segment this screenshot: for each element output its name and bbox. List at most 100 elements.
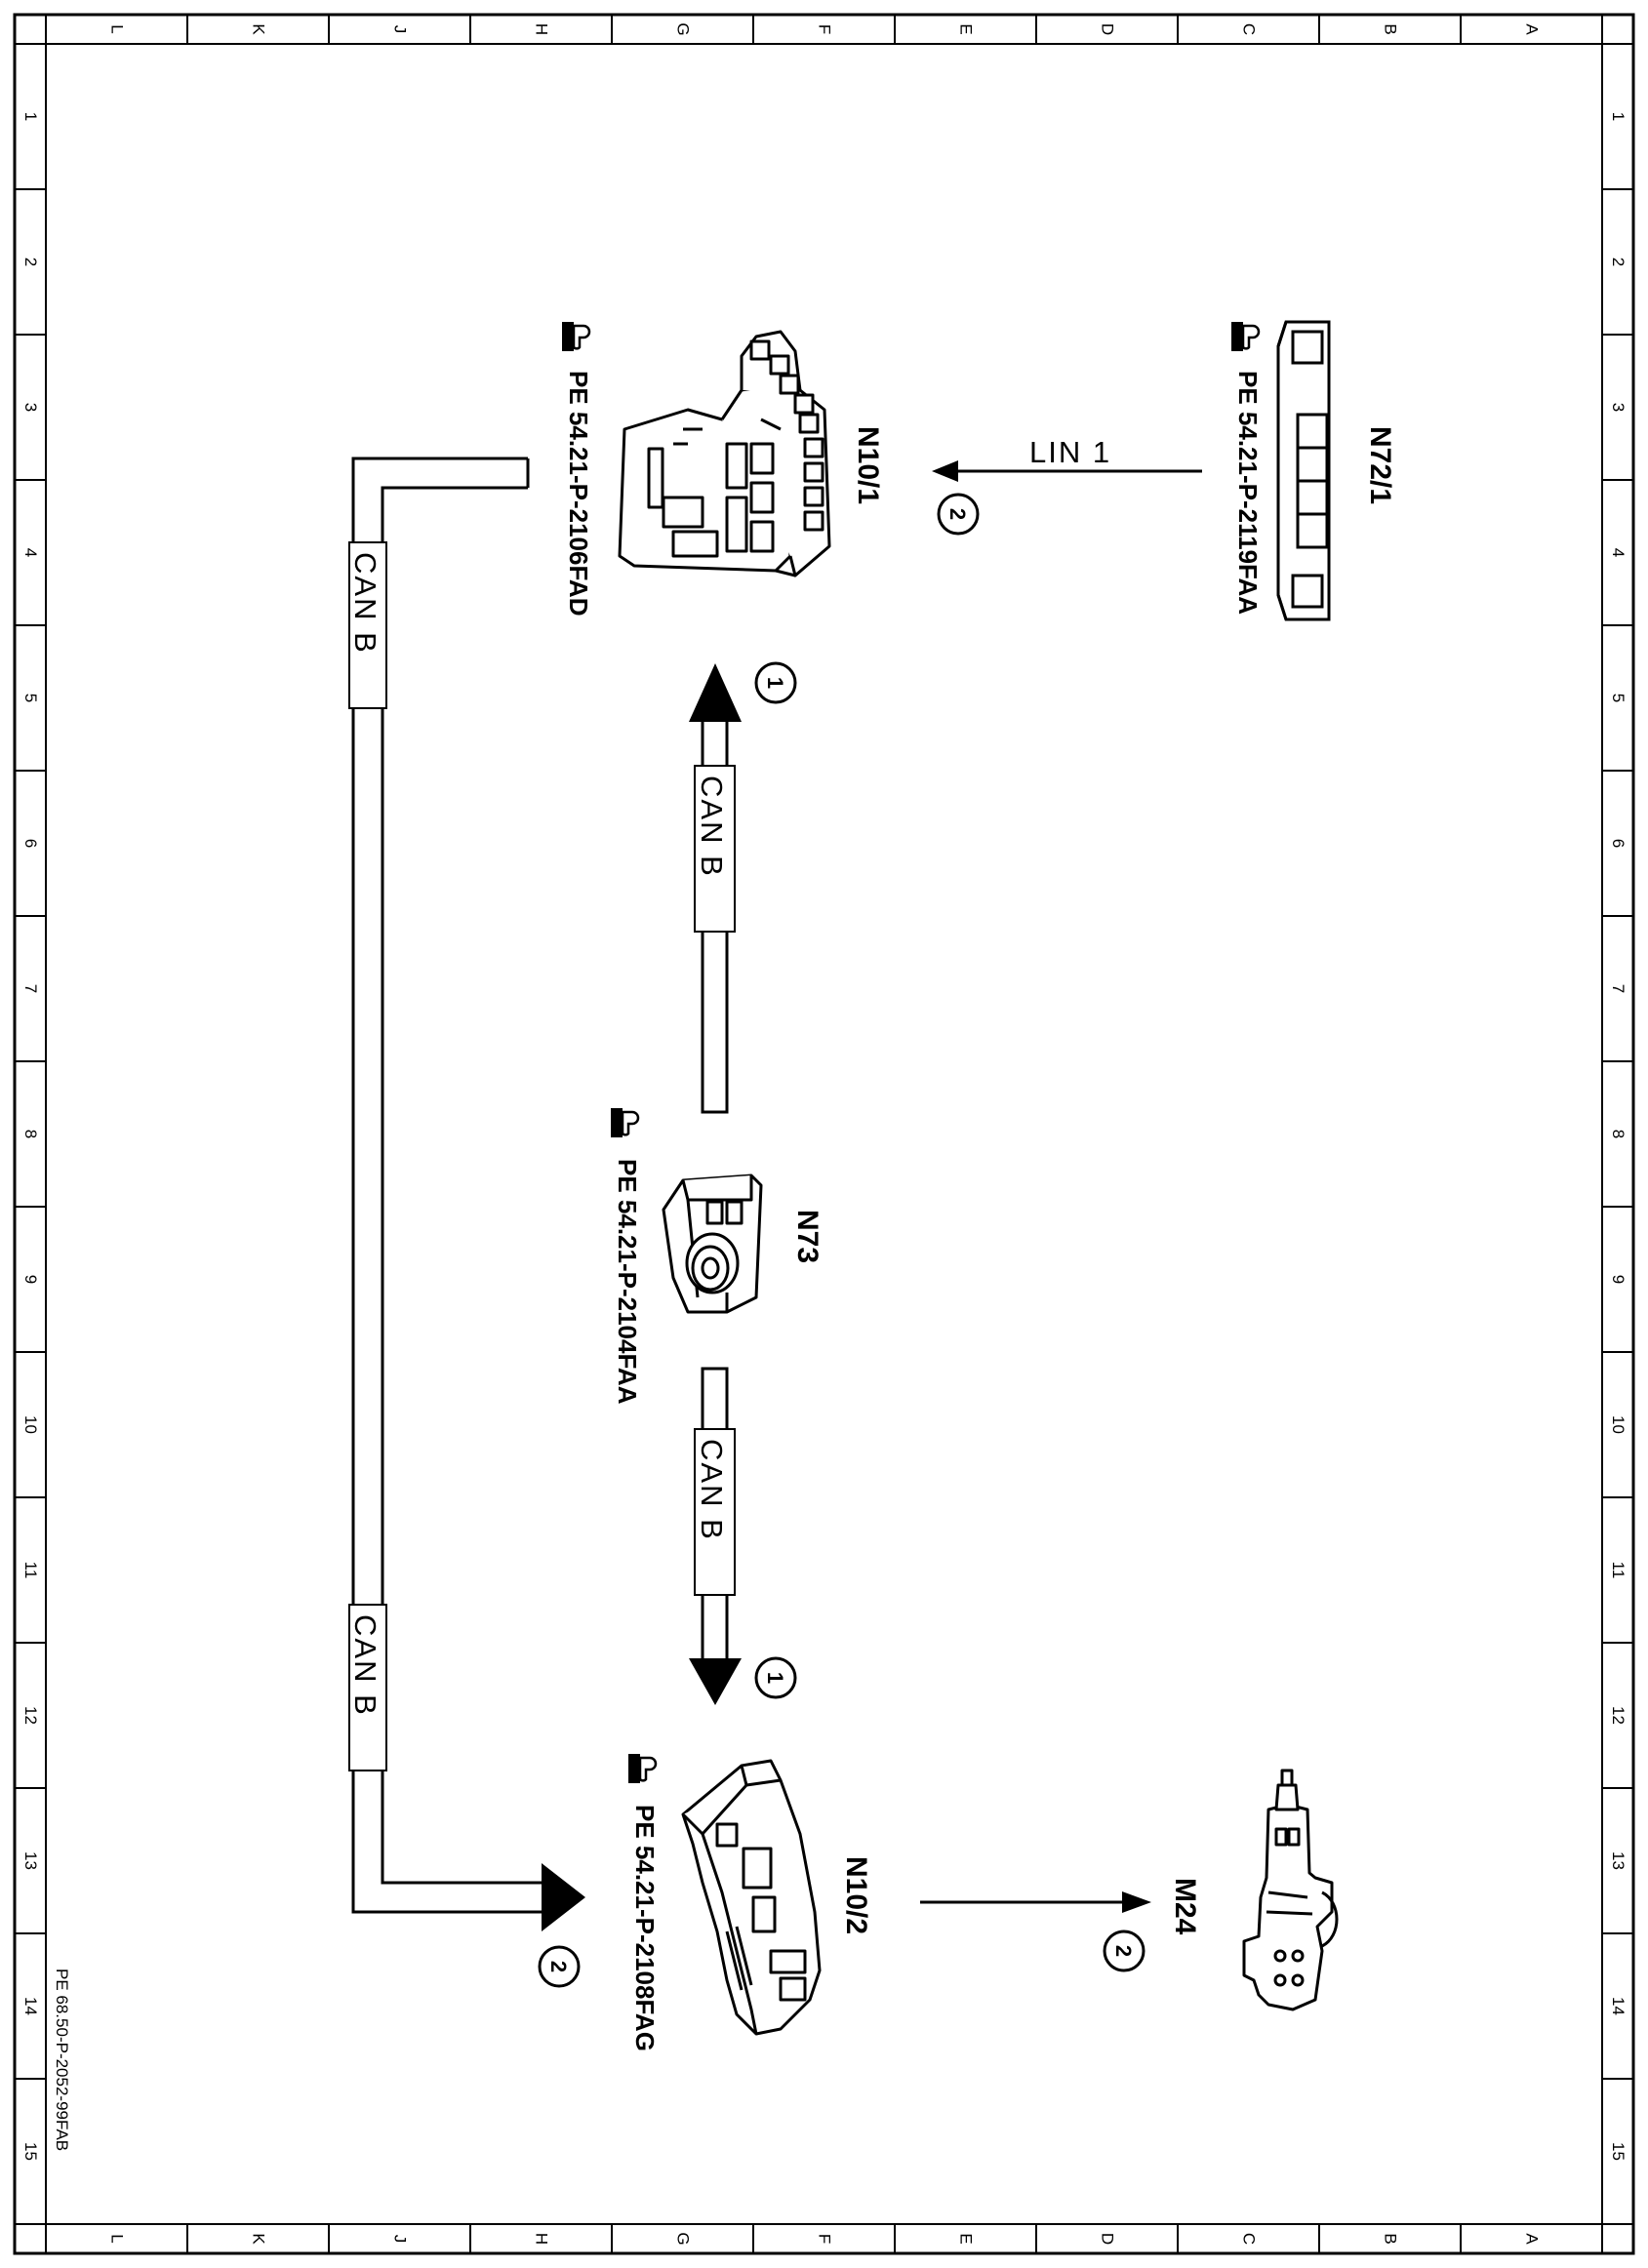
column-label-bottom: C bbox=[1240, 2233, 1259, 2245]
n10-1-label: N10/1 bbox=[852, 426, 884, 504]
row-label-right: 7 bbox=[1609, 984, 1628, 993]
n73-ignition-switch-icon bbox=[662, 1174, 763, 1314]
row-label-left: 3 bbox=[21, 403, 40, 412]
column-label-bottom: H bbox=[533, 2233, 551, 2245]
svg-text:1: 1 bbox=[763, 1672, 787, 1684]
row-label-right: 8 bbox=[1609, 1130, 1628, 1138]
can-label-left-upper: CAN B bbox=[348, 541, 387, 709]
svg-text:CAN B: CAN B bbox=[695, 776, 729, 878]
column-label-top: F bbox=[816, 24, 834, 34]
row-label-left: 5 bbox=[21, 694, 40, 702]
row-label-left: 14 bbox=[21, 1997, 40, 2015]
row-label-left: 10 bbox=[21, 1415, 40, 1434]
column-label-top: K bbox=[250, 23, 268, 35]
row-label-left: 4 bbox=[21, 548, 40, 557]
svg-text:2: 2 bbox=[945, 508, 970, 520]
row-label-left: 15 bbox=[21, 2142, 40, 2161]
marker-can-n73-up: 1 bbox=[754, 661, 797, 704]
row-label-right: 6 bbox=[1609, 839, 1628, 848]
row-label-right: 15 bbox=[1609, 2142, 1628, 2161]
arrowhead-n10-2-input bbox=[542, 1863, 585, 1931]
pointing-hand-icon bbox=[611, 1108, 640, 1137]
column-label-top: H bbox=[533, 23, 551, 35]
column-label-bottom: K bbox=[250, 2233, 268, 2245]
document-id: PE 68.50-P-2052-99FAB bbox=[53, 1969, 71, 2151]
column-label-top: D bbox=[1099, 23, 1117, 35]
column-label-top: E bbox=[957, 23, 976, 34]
row-label-right: 11 bbox=[1609, 1562, 1628, 1579]
column-label-bottom: F bbox=[816, 2234, 834, 2244]
row-label-left: 11 bbox=[21, 1562, 40, 1579]
grid-ticks bbox=[15, 15, 1633, 2253]
row-label-right: 14 bbox=[1609, 1997, 1628, 2015]
row-label-left: 12 bbox=[21, 1706, 40, 1725]
can-label-n73-down: CAN B bbox=[694, 1428, 736, 1596]
n10-2-module-icon bbox=[681, 1759, 822, 2036]
row-label-left: 13 bbox=[21, 1851, 40, 1870]
svg-text:PE 54.21-P-2104FAA: PE 54.21-P-2104FAA bbox=[613, 1159, 642, 1405]
svg-text:PE 54.21-P-2108FAG: PE 54.21-P-2108FAG bbox=[630, 1805, 660, 2051]
svg-text:PE 54.21-P-2106FAD: PE 54.21-P-2106FAD bbox=[564, 371, 593, 616]
svg-text:2: 2 bbox=[1111, 1945, 1136, 1957]
n73-label: N73 bbox=[791, 1210, 824, 1263]
n73-reference: PE 54.21-P-2104FAA bbox=[611, 1108, 642, 1405]
row-label-right: 3 bbox=[1609, 403, 1628, 412]
n10-2-to-m24-arrowhead bbox=[1122, 1891, 1151, 1913]
marker-can-n73-down: 1 bbox=[754, 1656, 797, 1699]
column-label-bottom: E bbox=[957, 2233, 976, 2244]
m24-actuator-icon bbox=[1242, 1769, 1339, 2011]
row-label-right: 13 bbox=[1609, 1851, 1628, 1870]
column-label-bottom: L bbox=[108, 2234, 127, 2243]
row-label-right: 1 bbox=[1609, 112, 1628, 121]
row-label-right: 9 bbox=[1609, 1275, 1628, 1284]
row-label-left: 9 bbox=[21, 1275, 40, 1284]
svg-text:PE 54.21-P-2119FAA: PE 54.21-P-2119FAA bbox=[1233, 371, 1263, 615]
can-label-left-lower: CAN B bbox=[348, 1604, 387, 1771]
row-label-left: 8 bbox=[21, 1130, 40, 1138]
column-label-top: A bbox=[1523, 23, 1542, 35]
n10-2-label: N10/2 bbox=[840, 1856, 872, 1934]
column-label-bottom: B bbox=[1382, 2233, 1400, 2244]
column-label-top: B bbox=[1382, 23, 1400, 34]
svg-text:2: 2 bbox=[546, 1961, 571, 1972]
lin1-arrowhead bbox=[932, 460, 958, 482]
svg-text:CAN B: CAN B bbox=[695, 1439, 729, 1541]
pointing-hand-icon bbox=[628, 1754, 658, 1783]
drawing-frame bbox=[13, 13, 1635, 2255]
marker-n10-2-to-m24: 2 bbox=[1103, 1930, 1146, 1972]
row-label-left: 6 bbox=[21, 839, 40, 848]
column-label-bottom: D bbox=[1099, 2233, 1117, 2245]
lin1-label: LIN 1 bbox=[1029, 435, 1111, 469]
n10-1-reference: PE 54.21-P-2106FAD bbox=[562, 322, 593, 616]
svg-text:CAN B: CAN B bbox=[348, 1614, 382, 1717]
column-label-top: L bbox=[108, 24, 127, 33]
column-label-bottom: J bbox=[391, 2235, 410, 2244]
row-label-right: 10 bbox=[1609, 1415, 1628, 1434]
marker-lin1: 2 bbox=[937, 493, 980, 536]
n10-1-module-icon bbox=[618, 330, 831, 577]
n10-2-reference: PE 54.21-P-2108FAG bbox=[628, 1754, 660, 2051]
pointing-hand-icon bbox=[1231, 322, 1261, 351]
row-label-right: 12 bbox=[1609, 1706, 1628, 1725]
row-label-left: 2 bbox=[21, 258, 40, 266]
column-label-bottom: A bbox=[1523, 2233, 1542, 2245]
row-label-right: 4 bbox=[1609, 548, 1628, 557]
row-label-left: 1 bbox=[21, 112, 40, 121]
n72-1-reference: PE 54.21-P-2119FAA bbox=[1231, 322, 1263, 615]
pointing-hand-icon bbox=[562, 322, 591, 351]
svg-text:1: 1 bbox=[763, 677, 787, 689]
row-label-right: 2 bbox=[1609, 258, 1628, 266]
column-label-top: C bbox=[1240, 23, 1259, 35]
row-label-left: 7 bbox=[21, 984, 40, 993]
svg-text:CAN B: CAN B bbox=[348, 552, 382, 655]
column-label-bottom: G bbox=[674, 2232, 693, 2245]
arrowhead-n10-2-can bbox=[689, 1658, 742, 1705]
can-bus-left bbox=[351, 457, 548, 1914]
can-label-n73-up: CAN B bbox=[694, 765, 736, 933]
marker-can-left-lower: 2 bbox=[538, 1945, 581, 1988]
column-label-top: G bbox=[674, 22, 693, 35]
n72-1-control-panel-icon bbox=[1276, 320, 1331, 621]
row-label-right: 5 bbox=[1609, 694, 1628, 702]
